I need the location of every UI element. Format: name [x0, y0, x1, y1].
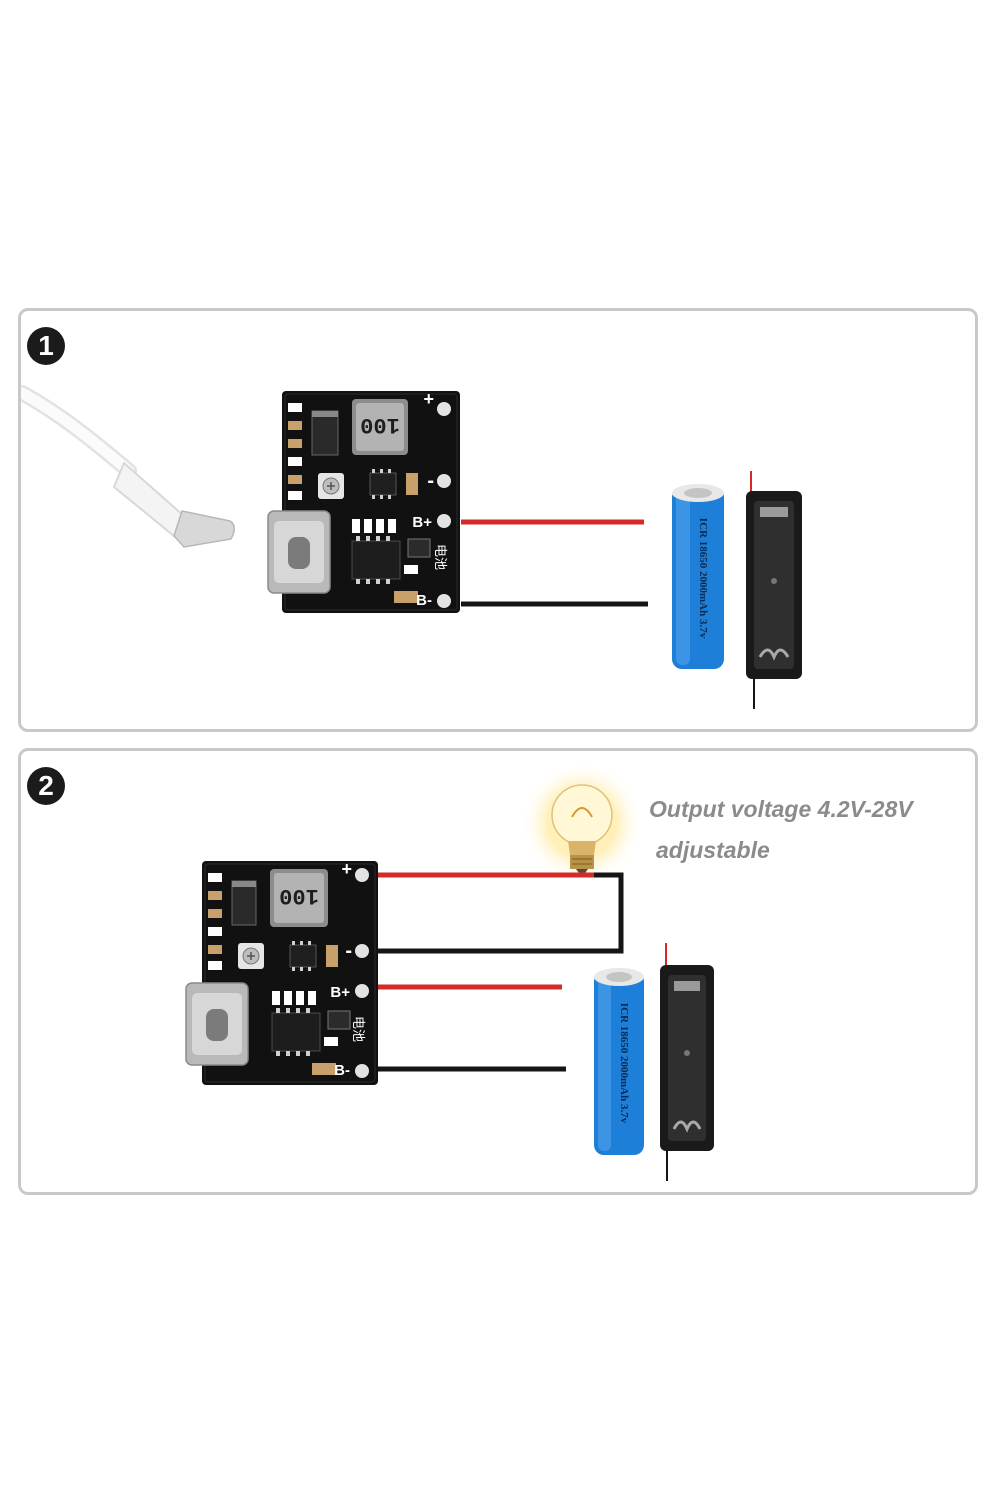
step-2-panel: 2 Output voltage 4.2V-28V adjustable: [18, 748, 978, 1195]
step-1-diagram: 100: [21, 385, 802, 709]
pad-label-bplus: B+: [330, 984, 350, 1001]
silk-label-battery: 电池: [433, 544, 448, 570]
pad-label-minus: -: [427, 470, 434, 492]
lithium-battery-icon: ICR 18650 2000mAh 3.7v: [672, 484, 724, 669]
light-bulb-icon: [520, 761, 644, 885]
step-1-badge: 1: [27, 327, 65, 365]
inductor-marking: 100: [279, 883, 319, 908]
pad-label-bplus: B+: [412, 514, 432, 531]
output-voltage-caption: Output voltage 4.2V-28V: [649, 796, 913, 822]
battery-label: ICR 18650 2000mAh 3.7v: [618, 1003, 630, 1124]
pad-label-plus: +: [341, 859, 352, 879]
pad-label-plus: +: [423, 389, 434, 409]
battery-holder-icon: [660, 943, 714, 1181]
step-1-panel: 1 100: [18, 308, 978, 732]
silk-label-battery: 电池: [351, 1016, 366, 1042]
pad-label-bminus: B-: [334, 1062, 350, 1079]
pad-label-bminus: B-: [416, 592, 432, 609]
usb-c-cable-icon: [21, 385, 235, 548]
step-2-diagram: 100: [185, 761, 714, 1181]
inductor-marking: 100: [360, 412, 400, 437]
lithium-battery-icon: ICR 18650 2000mAh 3.7v: [594, 968, 644, 1155]
battery-label: ICR 18650 2000mAh 3.7v: [697, 518, 709, 639]
adjustable-caption: adjustable: [656, 837, 770, 863]
pad-label-minus: -: [345, 940, 352, 962]
boost-module-board-icon: 100: [267, 389, 460, 613]
step-2-badge: 2: [27, 767, 65, 805]
load-return-wire: [378, 872, 624, 954]
boost-module-board-icon: 100: [185, 859, 378, 1085]
battery-holder-icon: [746, 471, 802, 709]
